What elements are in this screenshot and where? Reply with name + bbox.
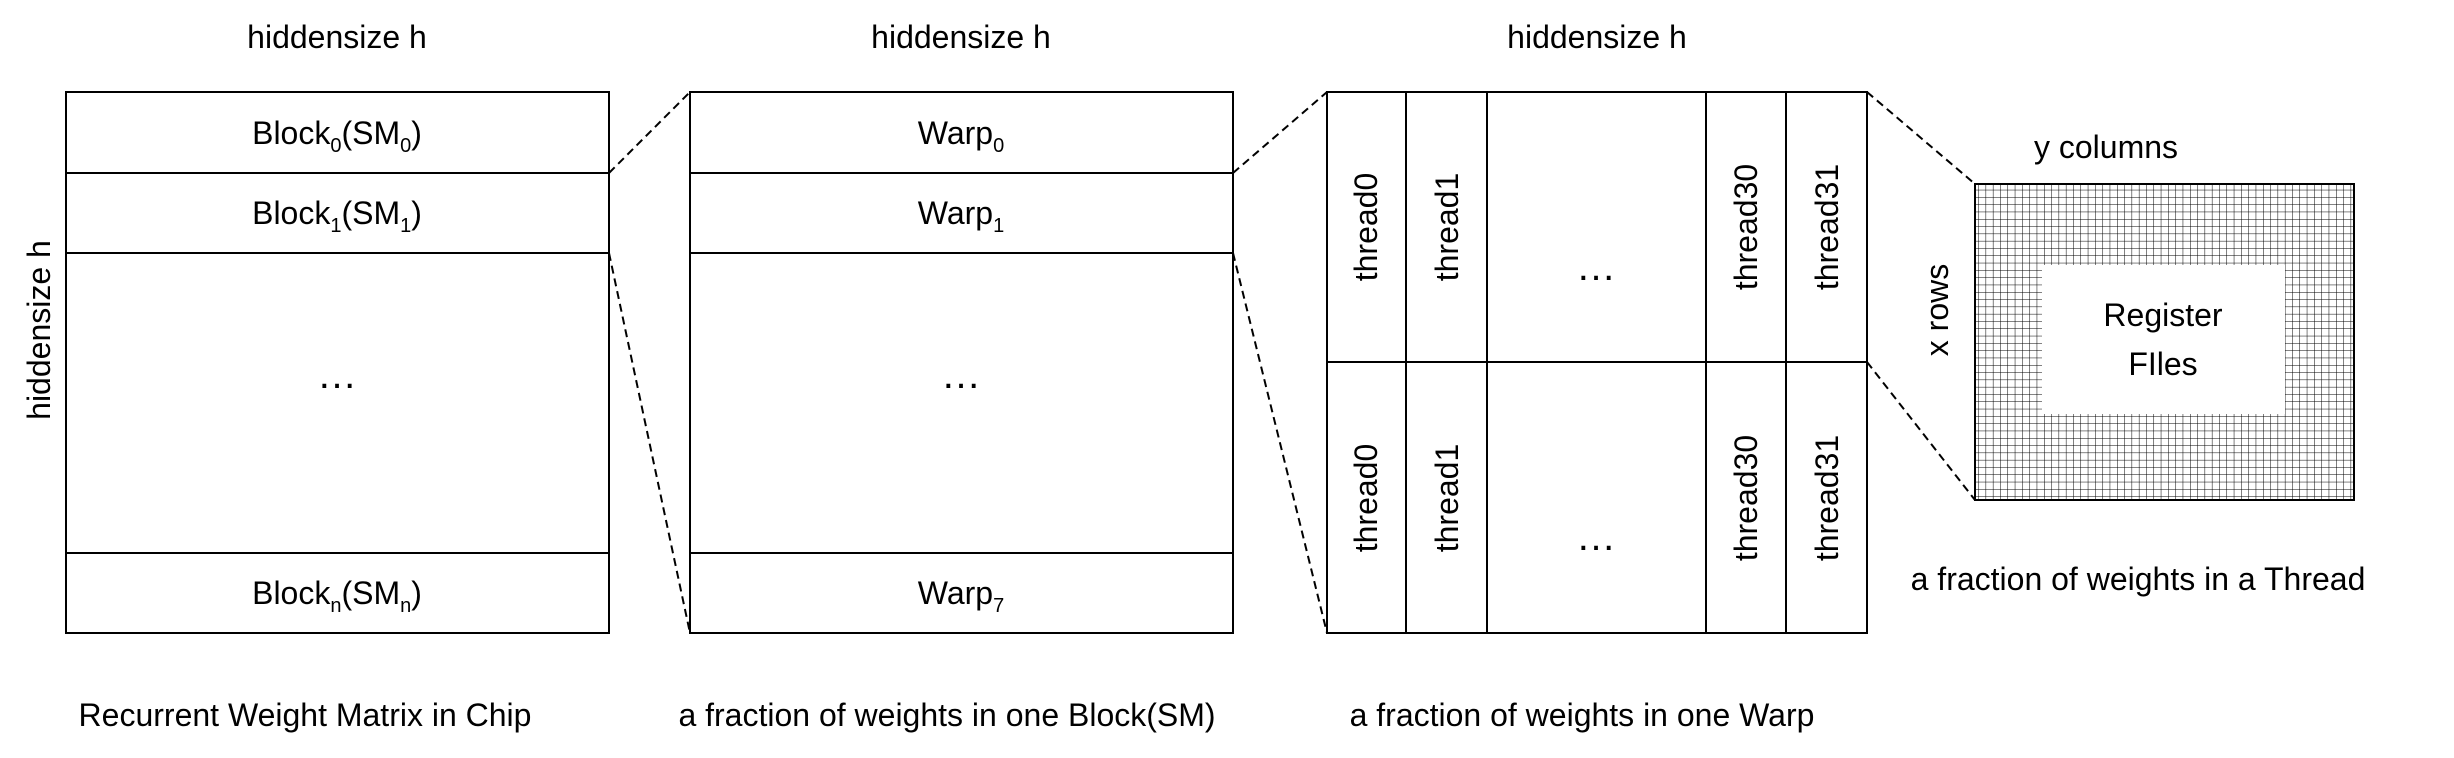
register-label-line1: Register [2103,297,2223,333]
zoom-connectors-1 [608,91,691,634]
block-ellipsis: … [941,353,981,397]
warp-ellipsis-bottom: … [1576,515,1616,559]
chip-matrix-panel: hiddensize h hiddensize h Block0(SM0) Bl… [21,19,610,733]
thread30-top: thread30 [1728,164,1764,290]
warp-1-label: Warp1 [918,195,1004,237]
thread0-top: thread0 [1348,173,1384,282]
chip-side-label: hiddensize h [21,240,57,420]
x-rows-label: x rows [1919,264,1955,356]
warp-ellipsis-top: … [1576,245,1616,289]
zoom-connectors-2 [1232,91,1328,634]
thread31-bottom: thread31 [1809,435,1845,561]
warp-7-label: Warp7 [918,575,1004,617]
thread1-top: thread1 [1429,173,1465,282]
thread-register-panel: y columns x rows Register FIles a fracti… [1911,129,2366,597]
warp-0-label: Warp0 [918,115,1004,157]
chip-caption: Recurrent Weight Matrix in Chip [79,697,532,733]
block-outline [689,91,1234,634]
block-n-label: Blockn(SMn) [252,575,422,617]
block-top-label: hiddensize h [871,19,1051,55]
chip-top-label: hiddensize h [247,19,427,55]
zoom-connectors-3 [1866,91,1976,501]
block-caption: a fraction of weights in one Block(SM) [678,697,1215,733]
block-panel: hiddensize h Warp0 Warp1 … Warp7 a fract… [678,19,1234,733]
y-columns-label: y columns [2034,129,2178,165]
thread31-top: thread31 [1809,164,1845,290]
warp-caption: a fraction of weights in one Warp [1350,697,1815,733]
register-center-box [2042,265,2285,414]
block-1-label: Block1(SM1) [252,195,422,237]
chip-matrix-outline [65,91,610,634]
thread-caption: a fraction of weights in a Thread [1911,561,2366,597]
thread0-bottom: thread0 [1348,444,1384,553]
warp-panel: hiddensize h thread0 thread1 … thread30 … [1326,19,1868,733]
chip-ellipsis: … [317,353,357,397]
warp-top-label: hiddensize h [1507,19,1687,55]
thread1-bottom: thread1 [1429,444,1465,553]
block-0-label: Block0(SM0) [252,115,422,157]
thread30-bottom: thread30 [1728,435,1764,561]
register-label-line2: FIles [2128,346,2197,382]
